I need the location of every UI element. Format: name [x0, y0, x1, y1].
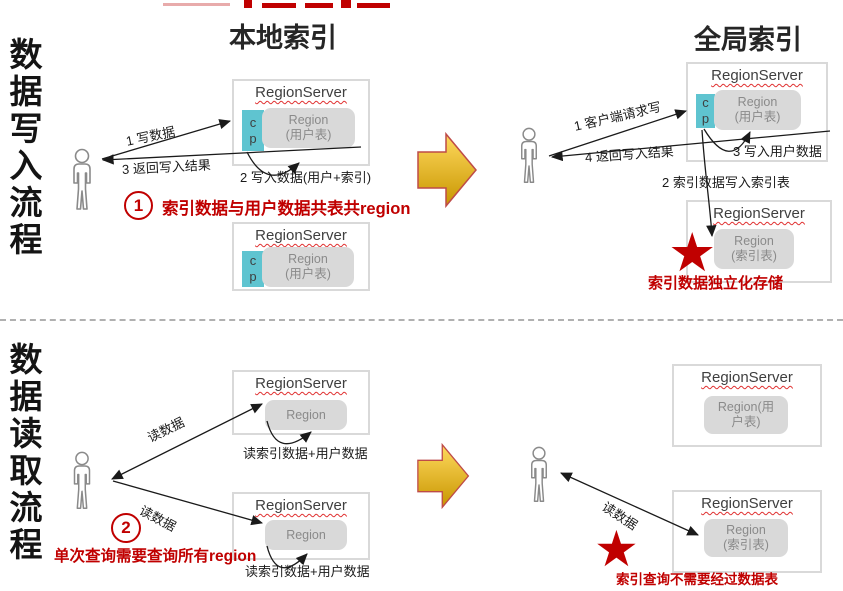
regionserver-title: RegionServer: [701, 369, 793, 386]
regionserver-box: RegionServer c p Region (用户表): [232, 79, 370, 166]
note-independent-storage: 索引数据独立化存储: [648, 275, 784, 292]
region-box: Region: [265, 520, 347, 550]
arrow-label-write-data: 1 写数据: [124, 123, 177, 149]
regionserver-box: RegionServer c p Region (用户表): [232, 222, 370, 291]
gold-arrow-icon: [417, 131, 477, 209]
region-box: Region(用 户表): [704, 396, 788, 434]
regionserver-box: RegionServer Region: [232, 370, 370, 435]
regionserver-title: RegionServer: [255, 375, 347, 392]
sub-label-read-index-user: 读索引数据+用户数据: [243, 446, 368, 461]
person-icon: [73, 451, 91, 509]
regionserver-title: RegionServer: [701, 495, 793, 512]
coprocessor-box: c p: [696, 94, 715, 128]
section-divider: [0, 319, 843, 321]
clipped-title-fragment: [163, 3, 230, 6]
row-label-write: 数据写入流程: [9, 36, 43, 258]
arrow-label-write-user-data: 3 写入用户数据: [733, 144, 822, 159]
coprocessor-box: c p: [242, 110, 264, 151]
arrow-label-write-user-index: 2 写入数据(用户+索引): [240, 170, 372, 185]
note-query-all-regions: 单次查询需要查询所有region: [54, 548, 257, 565]
regionserver-title: RegionServer: [255, 497, 347, 514]
sub-label-read-index-user: 读索引数据+用户数据: [245, 564, 370, 579]
regionserver-box: RegionServer c p Region (用户表): [686, 62, 828, 162]
regionserver-title: RegionServer: [711, 67, 803, 84]
region-box: Region (用户表): [262, 247, 354, 287]
person-icon: [73, 148, 91, 210]
region-box: Region: [265, 400, 347, 430]
title-global-index: 全局索引: [694, 25, 802, 55]
regionserver-box: RegionServer Region(用 户表): [672, 364, 822, 447]
arrow-label-return-result: 4 返回写入结果: [584, 143, 675, 165]
star-icon: ★: [594, 521, 639, 577]
arrow-label-return-result: 3 返回写入结果: [121, 157, 212, 177]
person-icon: [521, 127, 537, 184]
region-box: Region (索引表): [704, 519, 788, 557]
arrow-label-read-data: 读数据: [137, 502, 179, 535]
coprocessor-box: c p: [242, 251, 264, 287]
regionserver-title: RegionServer: [255, 84, 347, 101]
note-shared-region: 索引数据与用户数据共表共region: [162, 200, 411, 218]
region-box: Region (索引表): [714, 229, 794, 269]
regionserver-box: RegionServer Region (索引表): [672, 490, 822, 573]
note-badge-1: 1: [124, 191, 153, 220]
note-badge-2: 2: [111, 513, 141, 543]
clipped-title-fragment: [357, 3, 390, 8]
gold-arrow-icon: [417, 442, 470, 510]
arrow-label-write-index-table: 2 索引数据写入索引表: [662, 175, 790, 190]
person-icon: [531, 446, 547, 503]
regionserver-title: RegionServer: [255, 227, 347, 244]
row-label-read: 数据读取流程: [9, 341, 43, 563]
clipped-title-fragment: [262, 3, 296, 8]
arrow-label-client-write: 1 客户端请求写: [572, 99, 663, 134]
regionserver-title: RegionServer: [713, 205, 805, 222]
clipped-title-fragment: [305, 3, 333, 8]
title-local-index: 本地索引: [229, 23, 337, 53]
arrow-label-read-data: 读数据: [145, 414, 187, 446]
note-no-data-table: 索引查询不需要经过数据表: [616, 572, 778, 587]
clipped-title-fragment: [341, 0, 351, 8]
clipped-title-fragment: [244, 0, 252, 8]
region-box: Region (用户表): [262, 108, 355, 148]
region-box: Region (用户表): [714, 90, 801, 130]
